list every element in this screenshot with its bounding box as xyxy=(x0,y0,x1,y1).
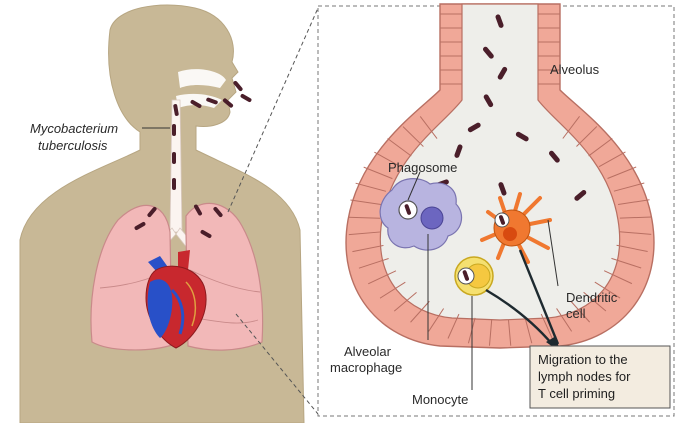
macrophage-label-line1: Alveolar xyxy=(344,344,392,359)
migration-callout: Migration to the lymph nodes for T cell … xyxy=(530,346,670,408)
alveolus-label: Alveolus xyxy=(550,62,600,77)
phagosome-label: Phagosome xyxy=(388,160,457,175)
monocyte-label: Monocyte xyxy=(412,392,468,407)
pathogen-label-line1: Mycobacterium xyxy=(30,121,118,136)
pathogen-label-line2: tuberculosis xyxy=(38,138,108,153)
bacterium-icon xyxy=(240,93,252,102)
migration-label-line1: Migration to the xyxy=(538,352,628,367)
monocyte-cell-icon xyxy=(455,257,493,295)
migration-label-line3: T cell priming xyxy=(538,386,615,401)
dendritic-cell-label-line2: cell xyxy=(566,306,586,321)
migration-label-line2: lymph nodes for xyxy=(538,369,631,384)
bacterium-icon xyxy=(172,152,176,164)
bacterium-icon xyxy=(172,178,176,190)
bacterium-icon xyxy=(172,124,176,136)
macrophage-label-line2: macrophage xyxy=(330,360,402,375)
dendritic-cell-label-line1: Dendritic xyxy=(566,290,618,305)
